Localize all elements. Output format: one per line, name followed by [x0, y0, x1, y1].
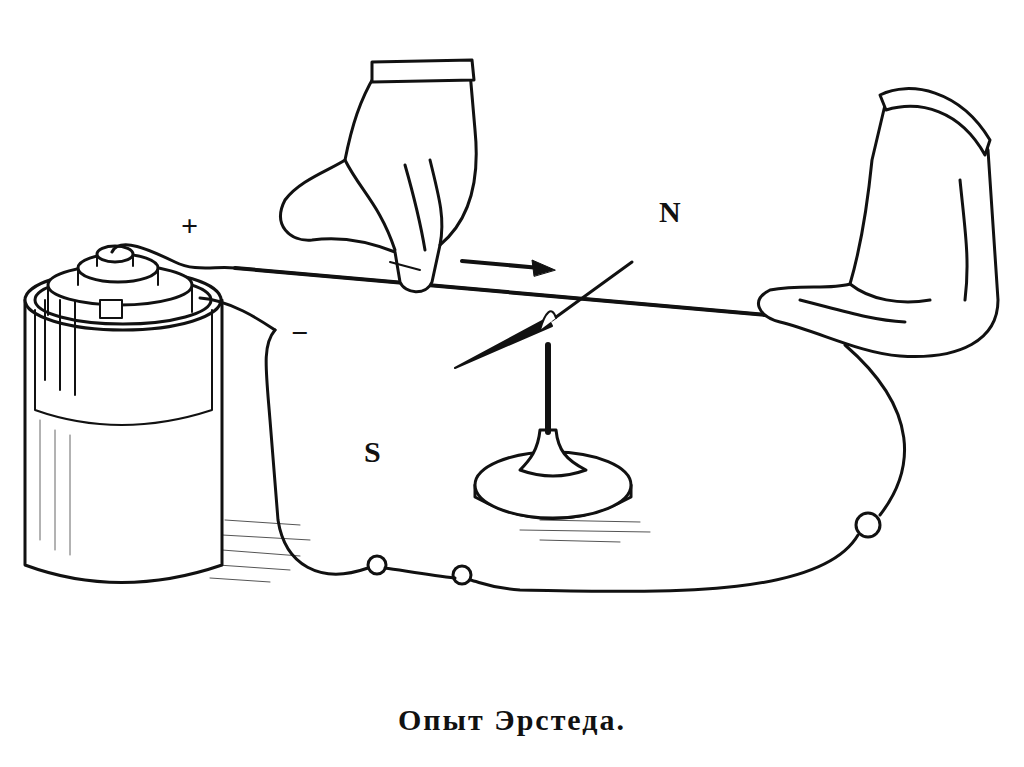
left-hand: [281, 60, 477, 292]
pole-label: −: [291, 318, 308, 348]
pole-label: N: [659, 197, 681, 227]
compass: [455, 262, 632, 519]
figure-caption: Опыт Эрстеда.: [398, 703, 626, 737]
battery: [25, 246, 222, 583]
shadow-hatch: [210, 520, 650, 582]
right-hand: [759, 89, 998, 357]
pole-label: +: [181, 211, 198, 241]
conductor: [235, 268, 800, 318]
current-arrow: [462, 260, 555, 276]
pole-label: S: [364, 437, 381, 467]
